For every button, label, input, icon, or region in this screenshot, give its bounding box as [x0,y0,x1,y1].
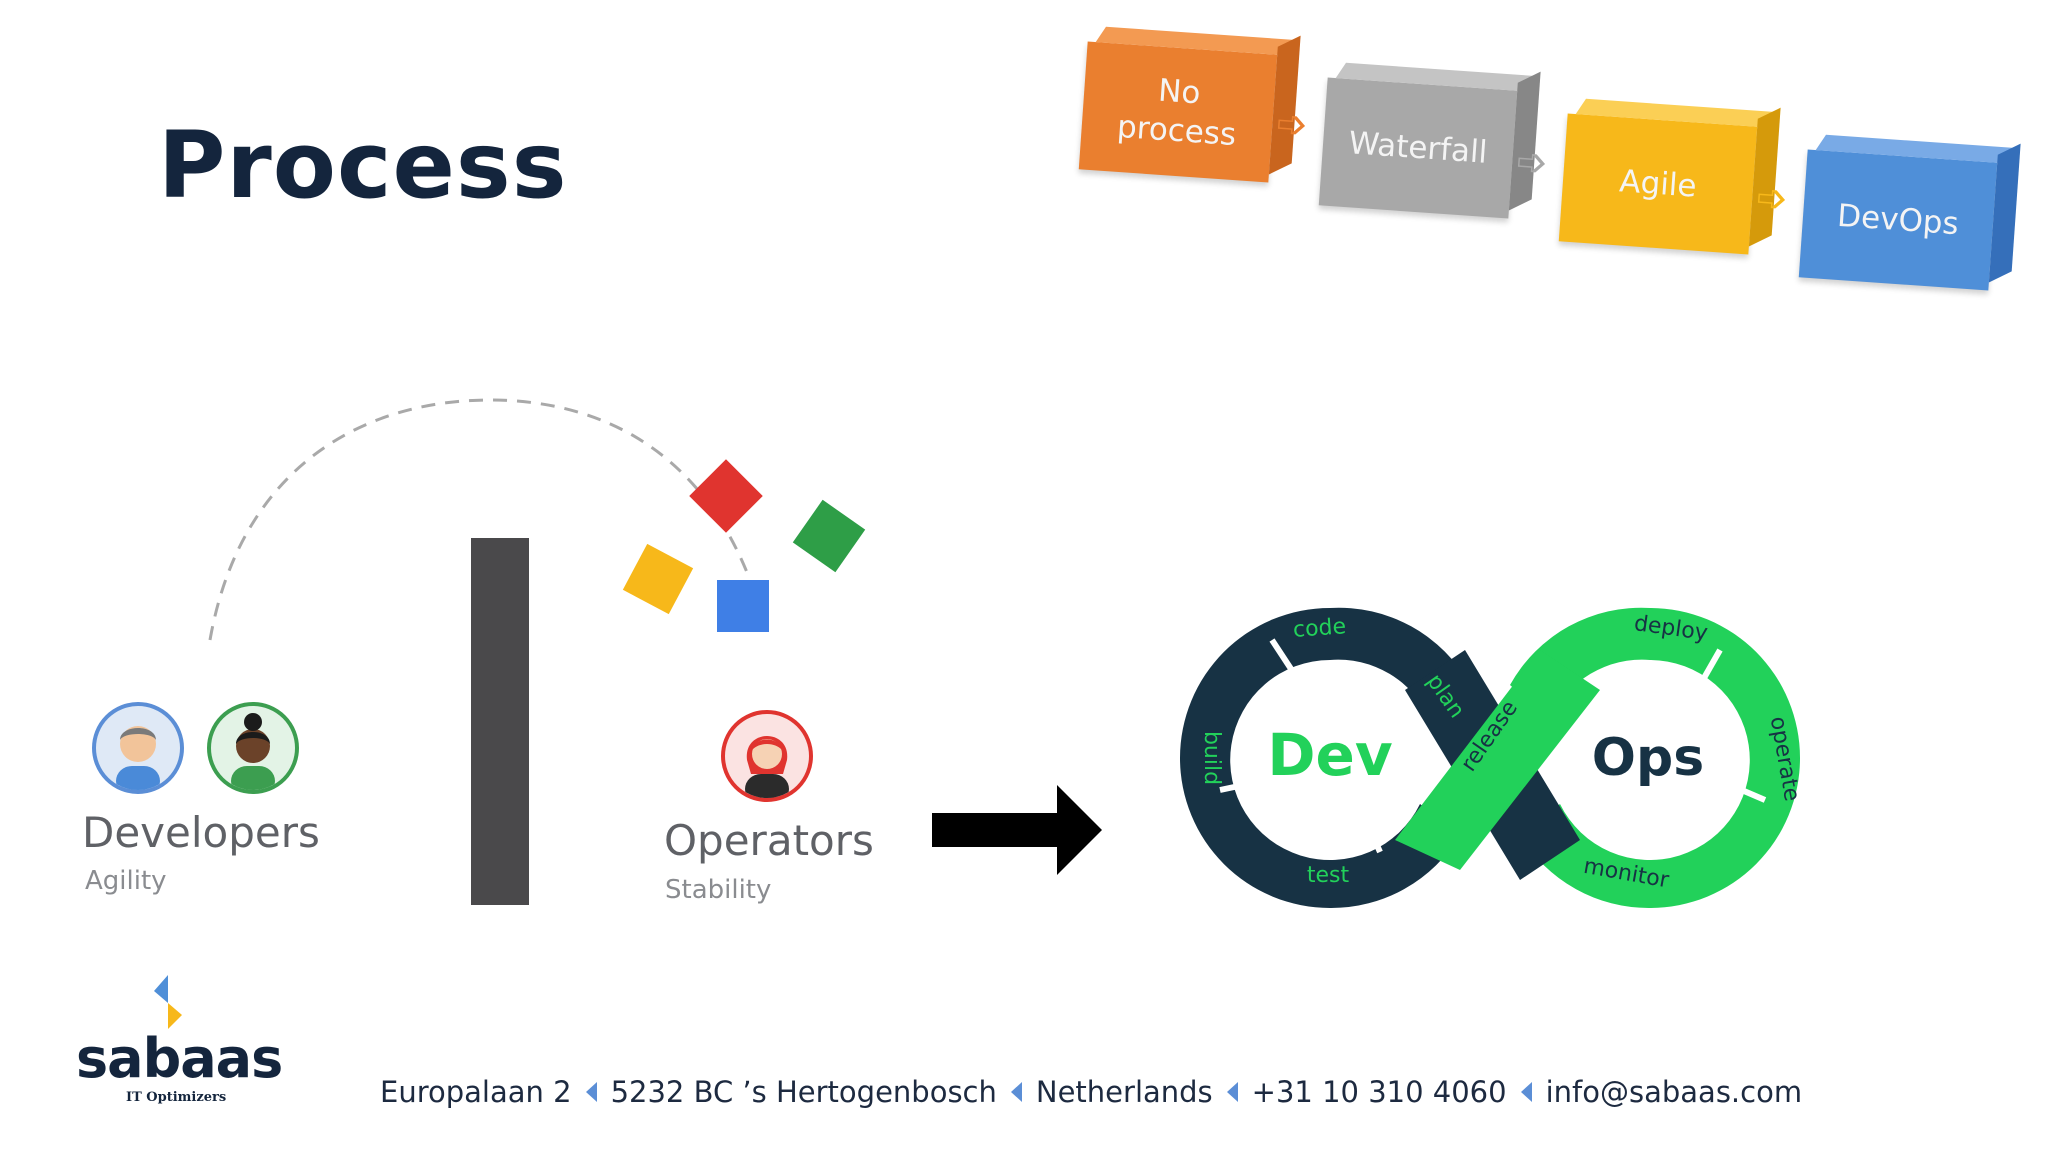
developers-sublabel: Agility [85,866,167,896]
segment-test: test [1307,863,1350,888]
red-square [689,459,763,533]
operators-label: Operators [664,816,874,865]
blue-square [717,580,769,632]
devops-infinity-logo: Dev Ops code build test plan release dep… [1180,607,1804,909]
footer-email[interactable]: info@sabaas.com [1545,1075,1803,1109]
dev-label: Dev [1267,721,1392,789]
developer-avatar-man [92,702,184,794]
slide-title: Process [158,112,568,219]
wall-of-confusion [471,538,529,905]
separator-icon [1520,1082,1532,1102]
release-band [1395,650,1600,870]
footer-phone[interactable]: +31 10 310 4060 [1251,1075,1507,1109]
segment-build: build [1199,731,1224,785]
woman-face-icon [231,713,275,790]
operators-sublabel: Stability [665,875,772,905]
footer-country: Netherlands [1035,1075,1213,1109]
ops-label: Ops [1592,728,1704,788]
brand-name: sabaas [76,1027,283,1090]
brand-tagline: IT Optimizers [126,1090,227,1105]
arrow-right-icon [932,785,1102,875]
separator-icon [1010,1082,1022,1102]
brand-logo: sabaas IT Optimizers [70,975,283,1110]
yellow-square [622,543,694,615]
footer-contact: Europalaan 2 5232 BC ’s Hertogenbosch Ne… [380,1070,1802,1114]
separator-icon [585,1082,597,1102]
operator-face-icon [745,736,789,798]
developers-label: Developers [82,808,320,857]
green-square [792,499,866,573]
dev-loop [1180,607,1470,909]
man-face-icon [116,726,160,790]
logo-mark-icon [154,975,182,1029]
developer-avatar-woman [207,702,299,794]
operator-avatar [721,710,813,802]
separator-icon [1226,1082,1238,1102]
segment-code: code [1292,614,1347,643]
footer-address: Europalaan 2 [380,1075,572,1109]
ops-loop [1510,607,1800,909]
footer-postal: 5232 BC ’s Hertogenbosch [610,1075,997,1109]
